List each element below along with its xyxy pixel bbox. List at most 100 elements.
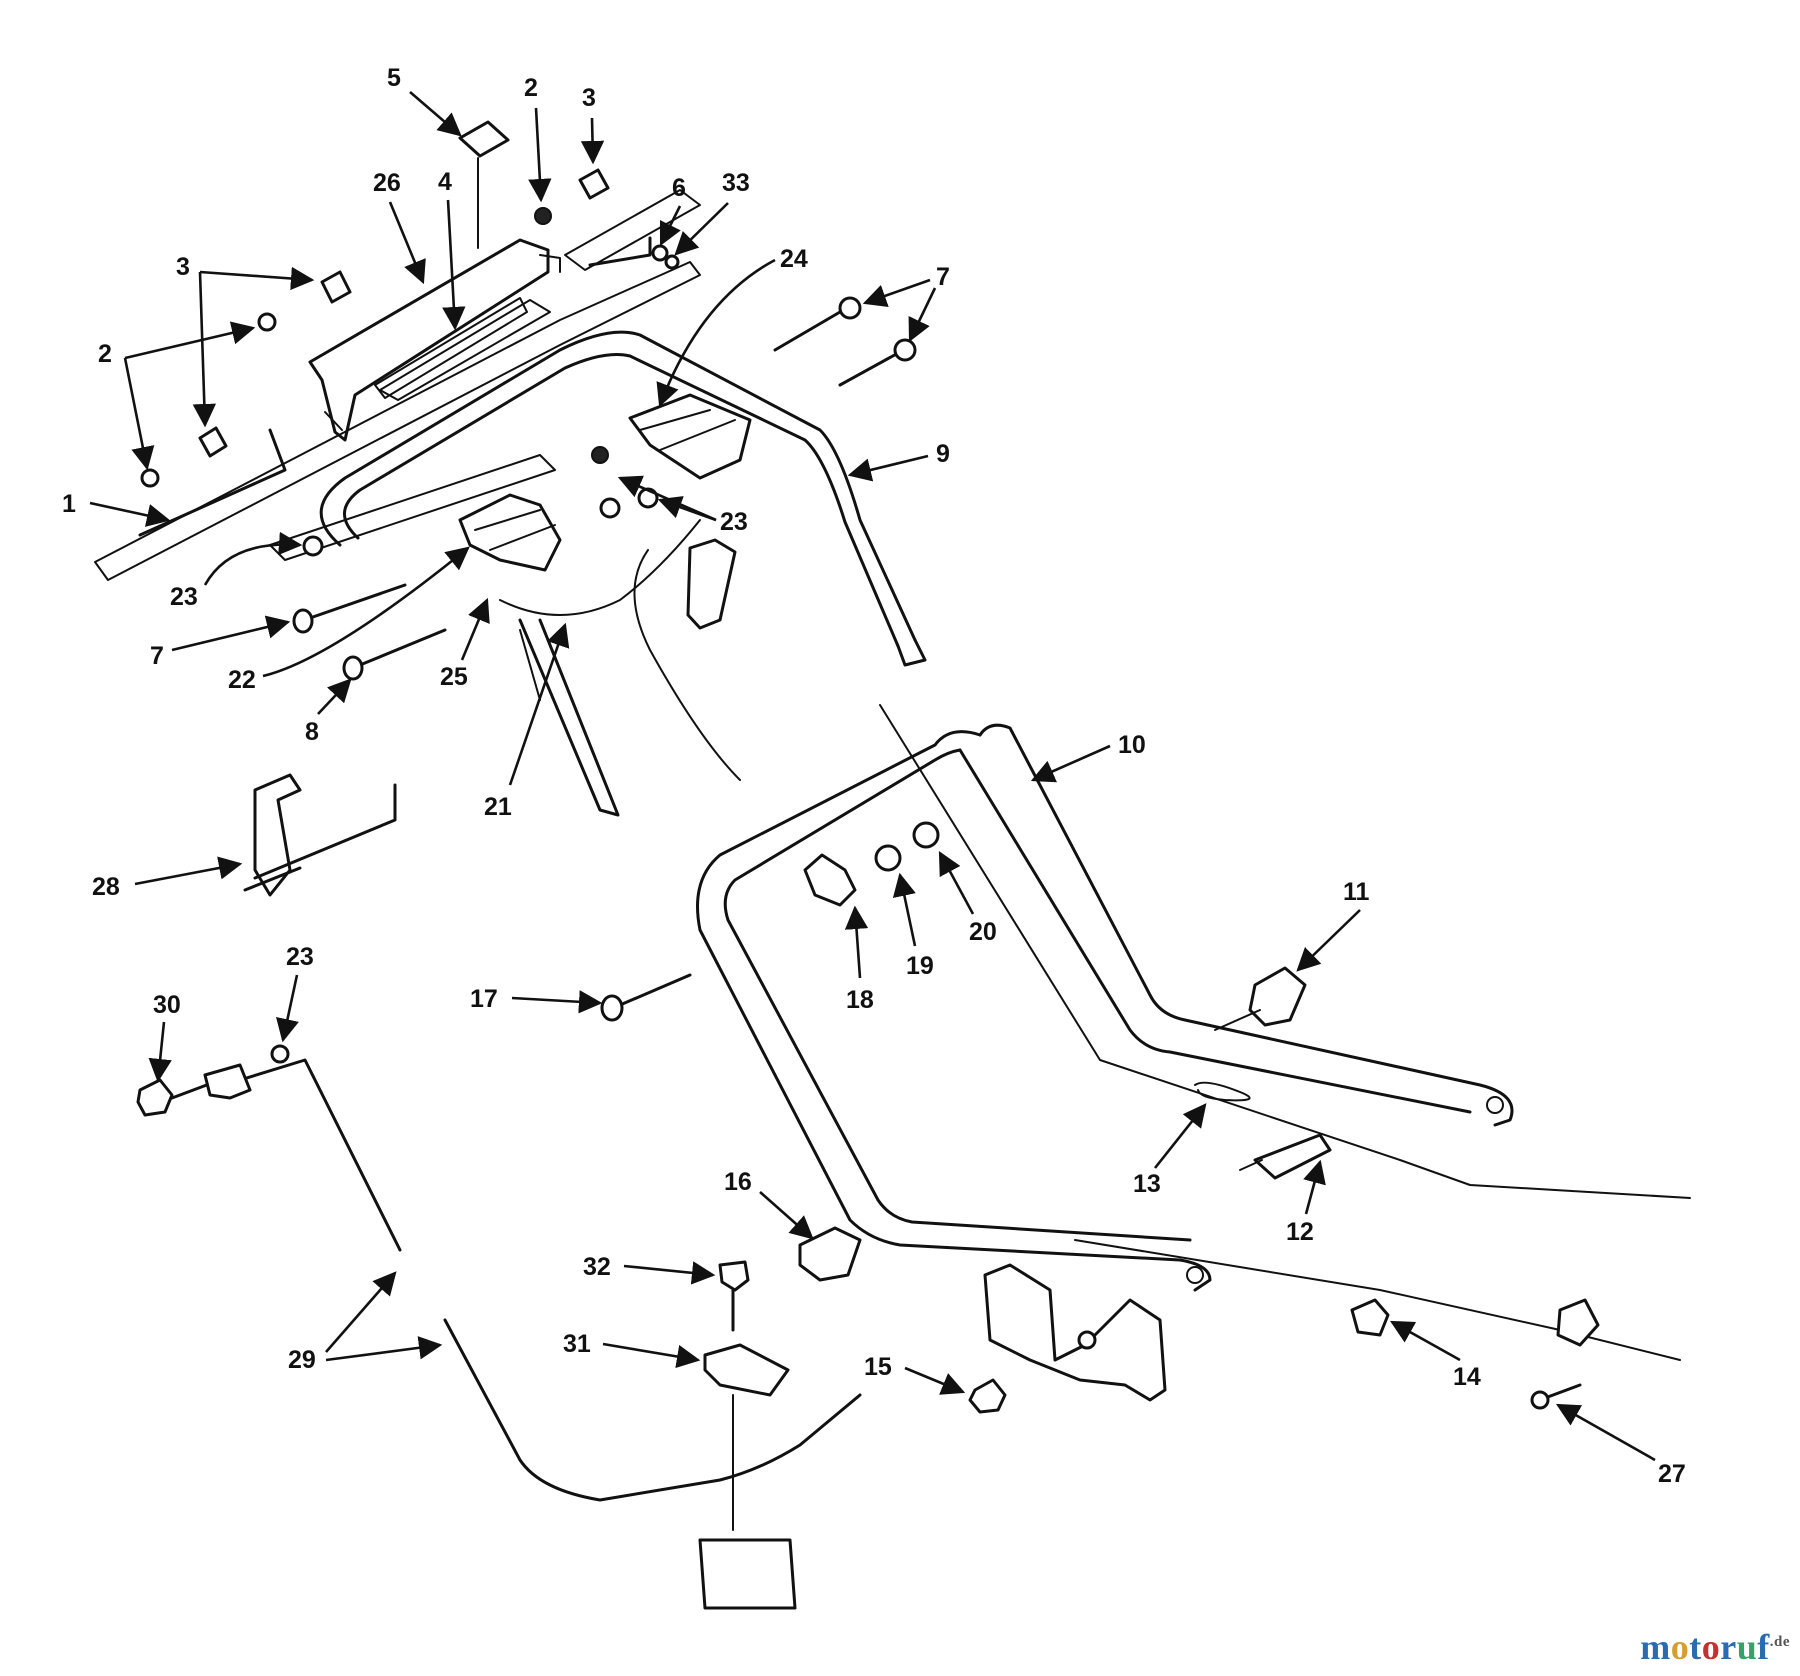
callout-18: 18 — [846, 986, 874, 1014]
lever-28 — [243, 773, 397, 897]
callout-15: 15 — [864, 1353, 892, 1381]
callout-25: 25 — [440, 663, 468, 691]
callout-5: 5 — [387, 64, 401, 92]
callout-8: 8 — [305, 718, 319, 746]
console-plate-right — [564, 189, 701, 271]
callout-23-center: 23 — [720, 508, 748, 536]
knob-18 — [803, 853, 857, 907]
rod-1 — [138, 428, 287, 537]
bolt-17 — [618, 973, 692, 1007]
callout-32: 32 — [583, 1253, 611, 1281]
nut-20 — [912, 821, 940, 849]
callout-24: 24 — [780, 245, 808, 273]
callout-23-lower: 23 — [286, 943, 314, 971]
callout-12: 12 — [1286, 1218, 1314, 1246]
clamp-29 — [203, 1063, 252, 1100]
callout-27: 27 — [1658, 1460, 1686, 1488]
callout-28: 28 — [92, 873, 120, 901]
hairpin-13 — [1194, 1081, 1251, 1102]
callout-29: 29 — [288, 1346, 316, 1374]
callout-2-top: 2 — [524, 74, 538, 102]
bolt-32 — [718, 1260, 750, 1292]
watermark-letter: o — [1670, 1627, 1690, 1667]
upper-handle-9 — [319, 330, 927, 817]
callout-23-left: 23 — [170, 583, 198, 611]
control-cable-lower — [1074, 1239, 1681, 1361]
watermark-letter: m — [1640, 1627, 1671, 1667]
clip-3-left-low — [198, 426, 228, 458]
control-22 — [458, 493, 562, 572]
nut-23-b — [599, 497, 621, 519]
callouts: 1 2 2 3 3 4 5 6 33 26 24 — [62, 64, 1686, 1488]
screw-27 — [1543, 1383, 1582, 1400]
clamp-bracket — [1556, 1298, 1600, 1347]
callout-30: 30 — [153, 991, 181, 1019]
engine-bracket — [983, 1263, 1167, 1402]
callout-21: 21 — [484, 793, 512, 821]
watermark-letter: o — [1701, 1627, 1721, 1667]
mount-block — [698, 1538, 797, 1610]
callout-3-top: 3 — [582, 84, 596, 112]
clip-11 — [1248, 966, 1307, 1027]
rod-29 — [238, 1058, 862, 1502]
callout-6: 6 — [672, 174, 686, 202]
bolt-7-left — [308, 583, 407, 620]
guide-16 — [798, 1226, 862, 1282]
callout-26: 26 — [373, 169, 401, 197]
callout-9: 9 — [936, 440, 950, 468]
callout-14: 14 — [1453, 1363, 1481, 1391]
callout-19: 19 — [906, 952, 934, 980]
clip-3-top — [578, 168, 610, 200]
bolt-30 — [136, 1078, 174, 1117]
control-24 — [591, 393, 752, 480]
callout-7-top: 7 — [936, 263, 950, 291]
callout-17: 17 — [470, 985, 498, 1013]
washer-19 — [874, 844, 902, 872]
callout-16: 16 — [724, 1168, 752, 1196]
rod-6 — [588, 236, 652, 267]
console-panel-26 — [308, 238, 561, 442]
decal-4 — [379, 299, 551, 401]
callout-13: 13 — [1133, 1170, 1161, 1198]
rope-handle — [686, 538, 737, 630]
watermark-letter: u — [1736, 1627, 1758, 1667]
watermark-logo: motoruf.de — [1640, 1626, 1790, 1668]
bolt-8 — [358, 628, 447, 667]
pin-12 — [1253, 1133, 1332, 1180]
cable-21 — [499, 519, 701, 616]
callout-11: 11 — [1343, 878, 1370, 906]
callout-7-left: 7 — [150, 642, 164, 670]
callout-3-left: 3 — [176, 253, 190, 281]
callout-22: 22 — [228, 666, 256, 694]
nut-2-left-top — [257, 312, 277, 332]
plate-31 — [703, 1343, 790, 1397]
nut-2-top — [534, 207, 552, 225]
callout-1: 1 — [62, 490, 76, 518]
clamp-14 — [1350, 1298, 1390, 1337]
bolt-7-top-1 — [773, 310, 842, 352]
nut-15 — [968, 1378, 1007, 1414]
watermark-letter: f — [1757, 1627, 1770, 1667]
watermark-letter: r — [1720, 1627, 1737, 1667]
callout-10: 10 — [1118, 731, 1146, 759]
control-cable-upper — [879, 704, 1691, 1199]
nut-23-d — [270, 1044, 290, 1064]
callout-4: 4 — [438, 168, 452, 196]
cover-plate — [94, 261, 701, 581]
bolt-7-top-2 — [838, 350, 902, 387]
nut-33 — [664, 254, 680, 270]
rope — [633, 549, 741, 781]
decal-5 — [458, 120, 510, 158]
callout-33: 33 — [722, 169, 750, 197]
parts-drawing — [94, 120, 1691, 1610]
nut-23-a — [302, 535, 324, 557]
callout-20: 20 — [969, 918, 997, 946]
nut-2-left — [140, 468, 160, 488]
watermark-letter: t — [1689, 1627, 1702, 1667]
watermark-suffix: .de — [1769, 1634, 1790, 1650]
nut-6 — [651, 244, 669, 262]
callout-31: 31 — [563, 1330, 591, 1358]
callout-2-left: 2 — [98, 340, 112, 368]
lower-handle-10 — [696, 723, 1514, 1292]
